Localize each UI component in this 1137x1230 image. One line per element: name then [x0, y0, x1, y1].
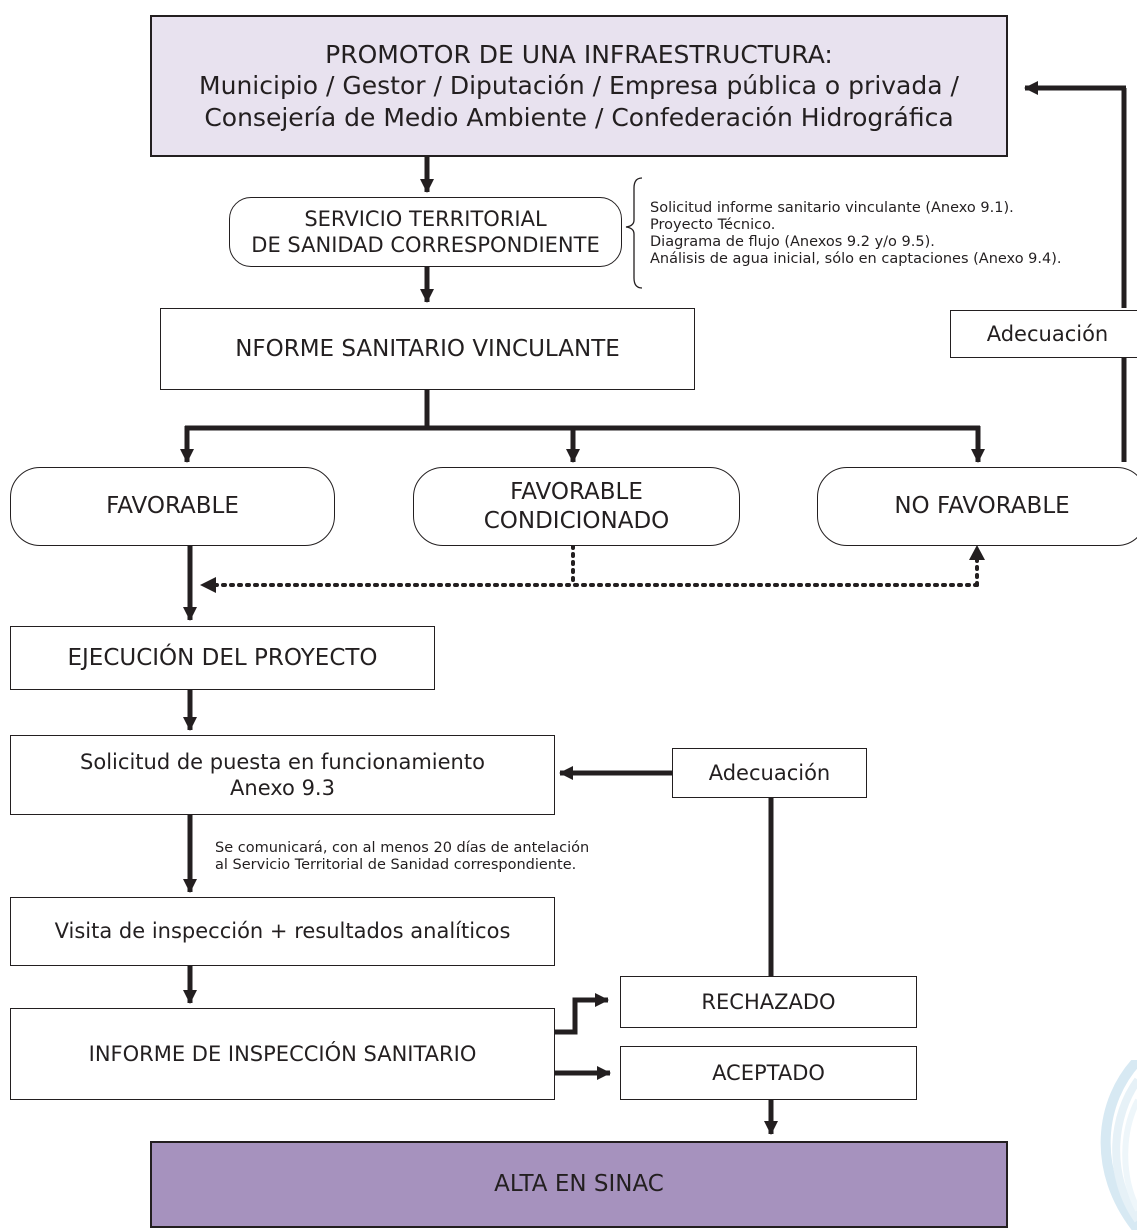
- visita-box: Visita de inspección + resultados analít…: [10, 897, 555, 966]
- aceptado-box: ACEPTADO: [620, 1046, 917, 1100]
- condicionado-line2: CONDICIONADO: [483, 507, 670, 534]
- solicitud-line1: Solicitud de puesta en funcionamiento: [80, 749, 485, 774]
- favorable-condicionado-box: FAVORABLE CONDICIONADO: [413, 467, 740, 546]
- adecuacion-mid-box: Adecuación: [672, 748, 867, 798]
- informe-inspeccion-box: INFORME DE INSPECCIÓN SANITARIO: [10, 1008, 555, 1100]
- comunicacion-note: Se comunicará, con al menos 20 días de a…: [215, 840, 589, 874]
- adecuacion-top-box: Adecuación: [950, 310, 1137, 358]
- favorable-box: FAVORABLE: [10, 467, 335, 546]
- requirement-item: Diagrama de flujo (Anexos 9.2 y/o 9.5).: [650, 234, 935, 250]
- requirement-item: Análisis de agua inicial, sólo en captac…: [650, 251, 1062, 267]
- comunicacion-note-line2: al Servicio Territorial de Sanidad corre…: [215, 857, 577, 873]
- servicio-territorial-box: SERVICIO TERRITORIAL DE SANIDAD CORRESPO…: [229, 197, 622, 267]
- no-favorable-label: NO FAVORABLE: [894, 493, 1070, 520]
- requirements-brace: [625, 177, 643, 289]
- decorative-swirl: [1100, 1060, 1137, 1230]
- promoter-entities-line2: Consejería de Medio Ambiente / Confedera…: [204, 102, 954, 132]
- solicitud-line2: Anexo 9.3: [230, 776, 335, 800]
- promoter-title: PROMOTOR DE UNA INFRAESTRUCTURA:: [325, 40, 833, 70]
- servicio-line1: SERVICIO TERRITORIAL: [304, 206, 547, 231]
- adecuacion-top-label: Adecuación: [986, 321, 1109, 346]
- servicio-line2: DE SANIDAD CORRESPONDIENTE: [251, 233, 600, 257]
- favorable-label: FAVORABLE: [106, 493, 239, 520]
- informe-inspeccion-label: INFORME DE INSPECCIÓN SANITARIO: [88, 1041, 477, 1066]
- rechazado-label: RECHAZADO: [701, 989, 836, 1014]
- promoter-box: PROMOTOR DE UNA INFRAESTRUCTURA: Municip…: [150, 15, 1008, 157]
- adecuacion-mid-label: Adecuación: [708, 760, 831, 785]
- ejecucion-label: EJECUCIÓN DEL PROYECTO: [67, 644, 378, 671]
- informe-vinculante-label: NFORME SANITARIO VINCULANTE: [235, 335, 620, 362]
- informe-vinculante-box: NFORME SANITARIO VINCULANTE: [160, 308, 695, 390]
- visita-label: Visita de inspección + resultados analít…: [54, 919, 511, 944]
- requirements-list: Solicitud informe sanitario vinculante (…: [650, 200, 1062, 268]
- rechazado-box: RECHAZADO: [620, 976, 917, 1028]
- solicitud-box: Solicitud de puesta en funcionamiento An…: [10, 735, 555, 815]
- requirement-item: Proyecto Técnico.: [650, 217, 776, 233]
- alta-sinac-box: ALTA EN SINAC: [150, 1141, 1008, 1228]
- requirement-item: Solicitud informe sanitario vinculante (…: [650, 200, 1014, 216]
- promoter-entities-line1: Municipio / Gestor / Diputación / Empres…: [199, 71, 959, 101]
- condicionado-line1: FAVORABLE: [510, 478, 643, 505]
- comunicacion-note-line1: Se comunicará, con al menos 20 días de a…: [215, 840, 590, 856]
- alta-sinac-label: ALTA EN SINAC: [494, 1171, 664, 1198]
- ejecucion-box: EJECUCIÓN DEL PROYECTO: [10, 626, 435, 690]
- no-favorable-box: NO FAVORABLE: [817, 467, 1137, 546]
- aceptado-label: ACEPTADO: [712, 1060, 825, 1085]
